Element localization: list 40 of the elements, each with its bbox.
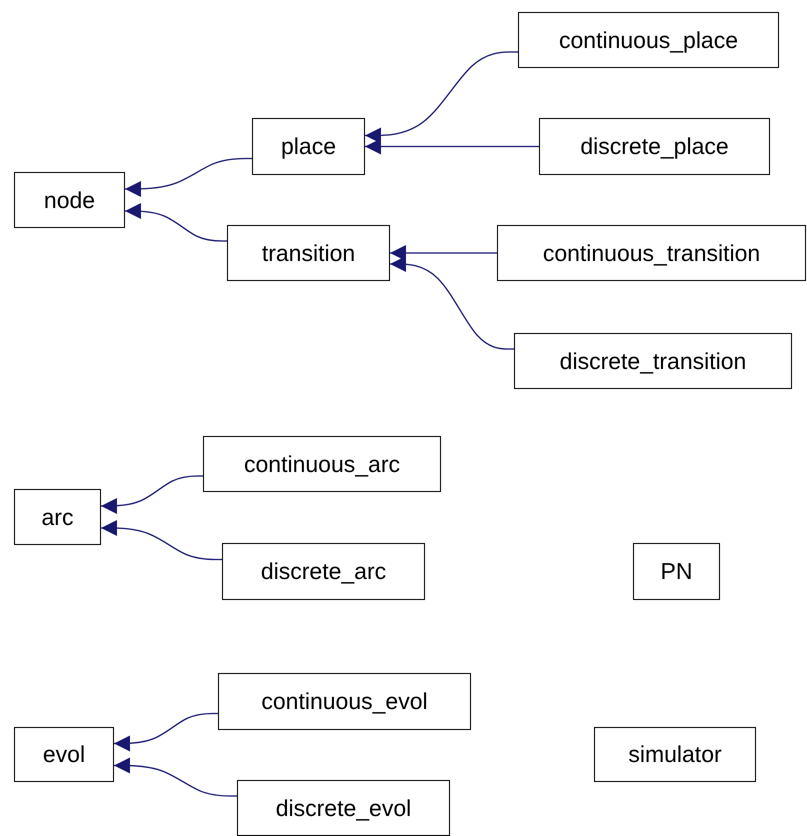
inheritance-arrow [365,51,518,144]
class-name: simulator [628,741,722,768]
class-box [227,225,390,281]
class-box [252,118,365,175]
inheritance-arrow [114,712,218,752]
class-box [518,12,779,68]
class-name: arc [42,504,74,530]
class-name: place [281,133,336,160]
class-name: discrete_evol [276,794,412,822]
inheritance-arrow [390,245,497,261]
class-name: PN [660,558,692,585]
inheritance-arrow [101,475,203,514]
inheritance-arrow [101,520,222,560]
class-name: transition [262,240,356,266]
inheritance-arrow [365,138,539,154]
inheritance-arrow [125,203,227,242]
class-name: continuous_place [558,26,738,54]
class-box [514,333,792,389]
class-box [14,727,114,782]
class-box [222,543,425,600]
class-name: node [44,186,96,214]
inheritance-arrow [125,158,252,197]
class-name: discrete_arc [260,558,386,585]
class-name: continuous_arc [244,450,400,478]
class-box [539,118,770,175]
inheritance-arrow [390,256,514,350]
class-name: discrete_transition [560,348,746,374]
class-box [14,489,101,545]
class-box [594,727,756,782]
class-box [237,780,450,836]
class-box [633,543,720,600]
class-box [203,436,441,492]
class-name: continuous_evol [261,688,428,715]
class-name: continuous_transition [542,240,760,266]
class-name: discrete_place [580,133,729,160]
class-box [497,225,806,281]
inheritance-arrow [114,758,237,797]
class-box [218,673,471,730]
class-box [14,172,125,228]
class-name: evol [42,741,86,768]
